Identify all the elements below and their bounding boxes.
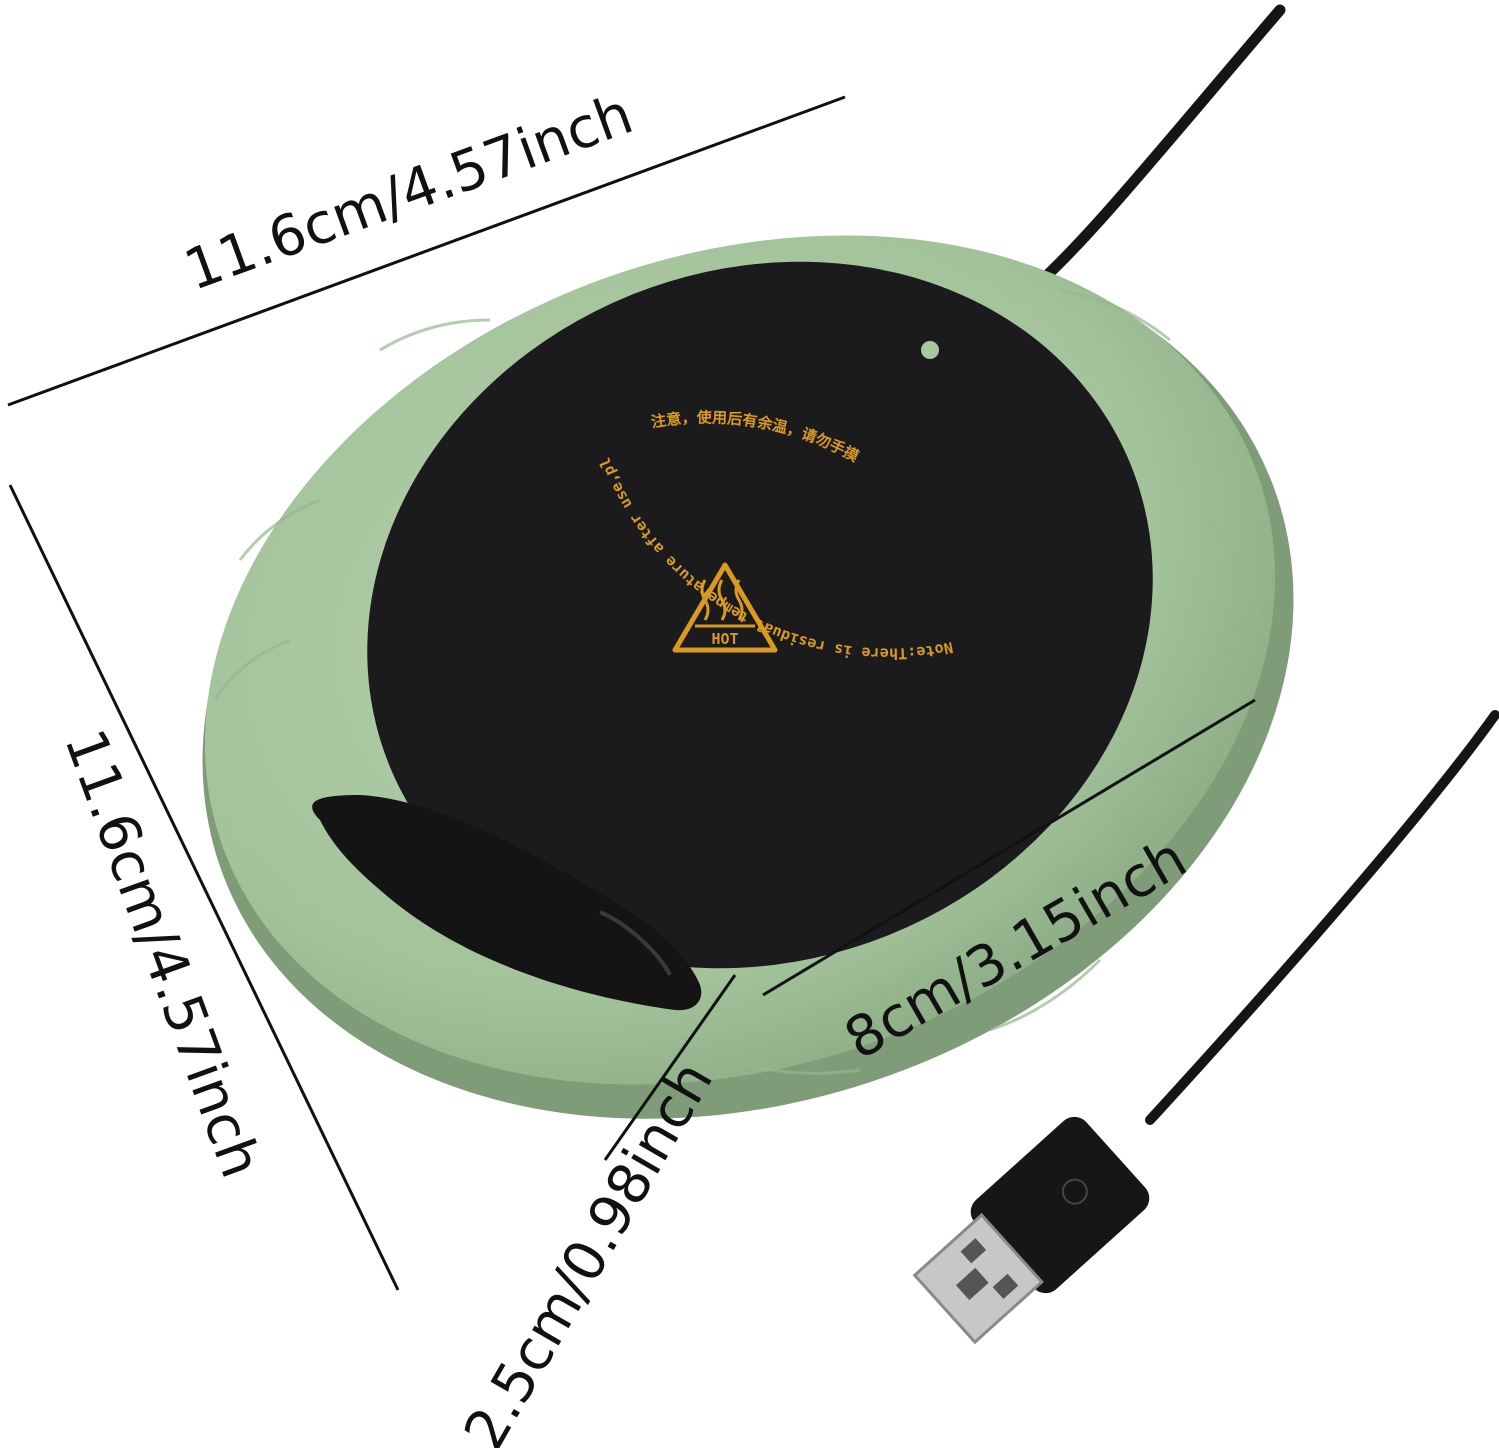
dimension-line-top — [7, 95, 846, 407]
dimension-line-left — [8, 484, 400, 1291]
hot-label: HOT — [711, 630, 738, 648]
usb-plug — [912, 1116, 1150, 1345]
heating-plate — [367, 261, 1153, 969]
dimension-line-height — [603, 974, 737, 1161]
power-cable-bottom — [1145, 710, 1499, 1125]
hot-surface-warning-icon: HOT — [672, 562, 778, 653]
power-button[interactable] — [312, 795, 702, 1011]
power-button-highlight — [599, 910, 672, 976]
dimension-line-plate — [762, 698, 1256, 997]
petal-ridges — [213, 288, 1262, 1075]
plate-notch — [921, 341, 939, 359]
dimension-label-top: 11.6cm/4.57inch — [176, 82, 641, 304]
power-cable-top — [1019, 4, 1286, 301]
